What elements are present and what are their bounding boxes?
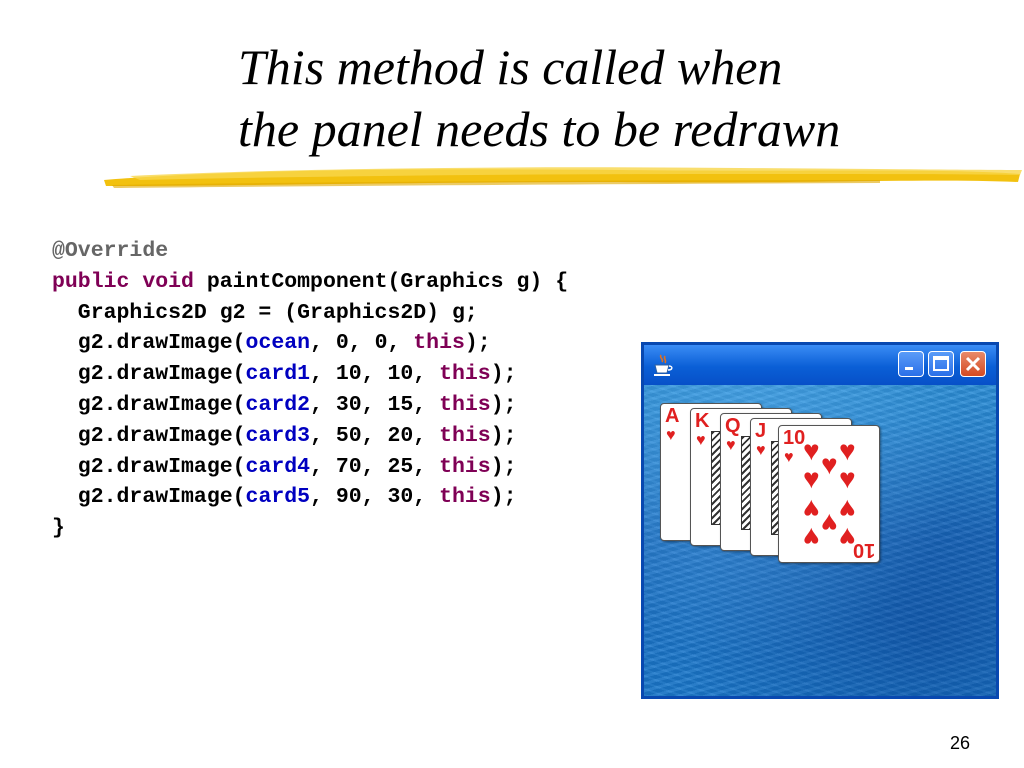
maximize-icon [933, 356, 949, 371]
heart-icon: ♥ [803, 464, 820, 495]
method-declaration: paintComponent(Graphics g) { [193, 269, 569, 294]
heart-icon: ♥ [666, 427, 676, 444]
draw-call-image: card5 [245, 485, 311, 510]
maximize-button[interactable] [928, 351, 954, 377]
heart-icon: ♥ [784, 449, 794, 466]
code-listing: @Override public void paintComponent(Grap… [52, 236, 568, 544]
draw-call: g2.drawImage(card2, 30, 15, this); [52, 392, 517, 417]
title-line-1: This method is called when [238, 39, 783, 95]
draw-call: g2.drawImage(card4, 70, 25, this); [52, 454, 517, 479]
heart-icon: ♥ [821, 507, 838, 538]
draw-call-image: ocean [245, 331, 311, 356]
draw-call-image: card3 [245, 423, 311, 448]
java-window: A ♥ K ♥ Q ♥ J ♥ 10 ♥ ♥ ♥ ♥ ♥ ♥ ♥ ♥ ♥ [641, 342, 999, 699]
title-line-2: the panel needs to be redrawn [238, 101, 841, 157]
heart-icon: ♥ [839, 464, 856, 495]
heart-icon: ♥ [839, 436, 856, 467]
slide-title: This method is called when the panel nee… [238, 36, 998, 160]
heart-icon: ♥ [803, 493, 820, 524]
window-titlebar[interactable] [644, 345, 996, 385]
ocean-panel: A ♥ K ♥ Q ♥ J ♥ 10 ♥ ♥ ♥ ♥ ♥ ♥ ♥ ♥ ♥ [644, 385, 996, 696]
card-ten: 10 ♥ ♥ ♥ ♥ ♥ ♥ ♥ ♥ ♥ ♥ ♥ 10 [778, 425, 880, 563]
heart-icon: ♥ [803, 436, 820, 467]
close-icon [965, 356, 981, 372]
draw-call: g2.drawImage(card3, 50, 20, this); [52, 423, 517, 448]
method-signature: public void paintComponent(Graphics g) { [52, 267, 568, 298]
override-annotation: @Override [52, 239, 169, 263]
minimize-button[interactable] [898, 351, 924, 377]
title-underline-stroke [104, 167, 1022, 188]
heart-icon: ♥ [756, 442, 766, 459]
heart-icon: ♥ [726, 437, 736, 454]
draw-call: g2.drawImage(ocean, 0, 0, this); [52, 331, 491, 356]
draw-call: g2.drawImage(card5, 90, 30, this); [52, 485, 517, 510]
heart-icon: ♥ [839, 493, 856, 524]
close-button[interactable] [960, 351, 986, 377]
draw-call-image: card1 [245, 362, 311, 387]
cast-statement: Graphics2D g2 = (Graphics2D) g; [52, 300, 478, 325]
draw-call-image: card2 [245, 392, 311, 417]
heart-icon: ♥ [821, 450, 838, 481]
slide-number: 26 [949, 733, 971, 753]
java-cup-icon [654, 354, 673, 376]
draw-call-image: card4 [245, 454, 311, 479]
heart-icon: ♥ [803, 521, 820, 552]
heart-icon: ♥ [696, 432, 706, 449]
draw-call: g2.drawImage(card1, 10, 10, this); [52, 362, 517, 387]
method-modifiers: public void [52, 269, 194, 294]
closing-brace: } [52, 516, 65, 541]
minimize-icon [905, 367, 913, 370]
